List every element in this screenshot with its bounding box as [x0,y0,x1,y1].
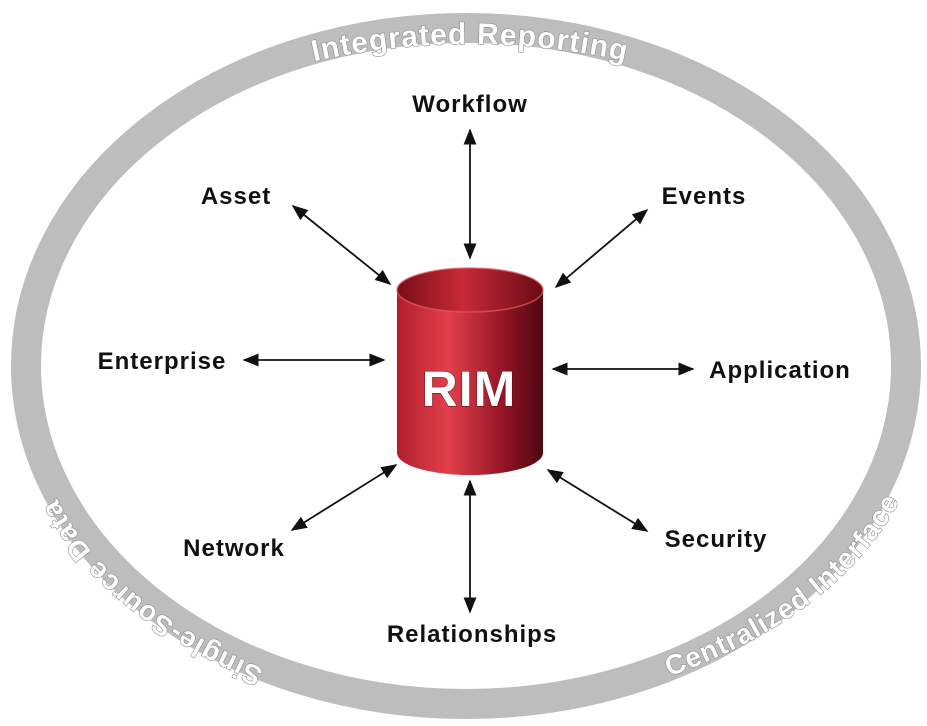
node-label-security: Security [665,526,768,553]
center-label: RIM [422,361,517,417]
cylinder-body [397,290,543,475]
outer-ring [11,13,921,719]
node-label-application: Application [709,357,851,384]
cylinder-top [397,268,543,312]
node-label-enterprise: Enterprise [98,348,227,375]
arrow-events [554,208,649,289]
node-label-asset: Asset [201,183,271,210]
arrow-network [290,464,398,531]
rim-database-cylinder: RIM [396,267,544,475]
arrow-asset [291,204,392,286]
arrow-security [546,469,649,532]
connector-arrows [242,128,695,614]
node-label-relationships: Relationships [387,621,557,648]
cylinder-top-rim [396,267,544,313]
node-label-events: Events [662,183,747,210]
node-label-workflow: Workflow [412,91,528,118]
node-label-network: Network [183,535,285,562]
